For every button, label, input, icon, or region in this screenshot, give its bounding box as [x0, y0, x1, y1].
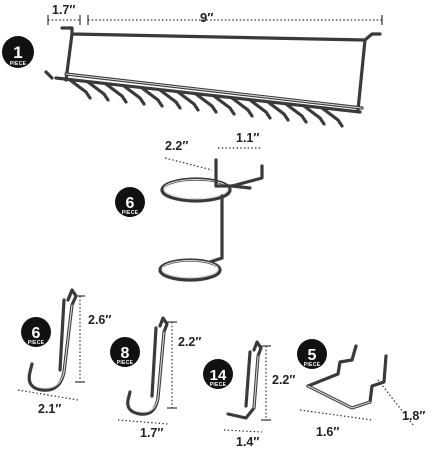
- l-hook-unit: PIECE: [210, 382, 227, 388]
- ring-holder-width-line: [164, 157, 213, 171]
- ring-holder-group: 2.2″ 1.1″ 6 PIECE: [115, 131, 264, 282]
- spring-clip-group: 1.6″ 1.8″ 5 PIECE: [297, 339, 425, 439]
- tool-rack-front-bar: [54, 76, 362, 114]
- large-j-hook-quantity-badge: [21, 317, 51, 347]
- l-hook-quantity: 14: [210, 367, 227, 384]
- spring-clip-width-label: 1.6″: [316, 425, 339, 439]
- ring-holder-unit: PIECE: [122, 210, 139, 216]
- tool-rack-width-label: 9″: [200, 10, 213, 25]
- ring-holder-arm: [214, 164, 264, 188]
- large-j-hook-width-line: [17, 389, 79, 401]
- spring-clip-quantity: 5: [308, 347, 317, 364]
- ring-holder-quantity: 6: [126, 195, 135, 212]
- large-j-hook-height-label: 2.6″: [88, 313, 111, 327]
- medium-j-hook-group: 2.2″ 1.7″ 8 PIECE: [110, 316, 201, 440]
- large-j-hook-width-label: 2.1″: [38, 402, 61, 416]
- l-hook-width-line: [223, 429, 263, 433]
- tool-rack-quantity: 1: [13, 43, 22, 62]
- large-j-hook-group: 2.6″ 2.1″ 6 PIECE: [17, 288, 111, 416]
- tool-rack-highlight: [65, 73, 363, 109]
- tool-rack-left-post: [64, 32, 74, 82]
- tool-rack-prongs: [44, 70, 344, 128]
- medium-j-hook-quantity: 8: [121, 345, 130, 362]
- medium-j-hook-width-line: [117, 419, 169, 425]
- ring-holder-quantity-badge: [115, 187, 145, 217]
- large-j-hook-unit: PIECE: [28, 340, 45, 346]
- tool-rack-unit: PIECE: [10, 61, 27, 67]
- tool-rack-right-post: [356, 38, 367, 112]
- medium-j-hook-width-label: 1.7″: [140, 426, 163, 440]
- ring-holder-depth-label: 1.1″: [236, 131, 259, 145]
- ring-holder-width-label: 2.2″: [165, 139, 188, 153]
- l-hook-width-label: 1.4″: [236, 435, 259, 449]
- spring-clip-width-line: [299, 409, 373, 421]
- spring-clip-quantity-badge: [297, 339, 327, 369]
- spring-clip-unit: PIECE: [304, 362, 321, 368]
- medium-j-hook-height-label: 2.2″: [178, 335, 201, 349]
- tool-rack-quantity-badge: [2, 36, 34, 68]
- tool-rack-group: 1.7″ 9″: [2, 3, 383, 128]
- spring-clip-depth-line: [377, 379, 415, 427]
- tool-rack-top-bar: [60, 26, 382, 42]
- l-hook-quantity-badge: [203, 359, 233, 389]
- tool-rack-depth-label: 1.7″: [52, 3, 75, 17]
- spring-clip-depth-label: 1.8″: [402, 409, 425, 423]
- l-hook-height-label: 2.2″: [272, 373, 295, 387]
- large-j-hook-quantity: 6: [32, 325, 41, 342]
- l-hook-group: 2.2″ 1.4″ 14 PIECE: [203, 340, 295, 449]
- spring-clip-left-arm: [306, 344, 358, 388]
- medium-j-hook-quantity-badge: [110, 337, 140, 367]
- medium-j-hook-unit: PIECE: [117, 360, 134, 366]
